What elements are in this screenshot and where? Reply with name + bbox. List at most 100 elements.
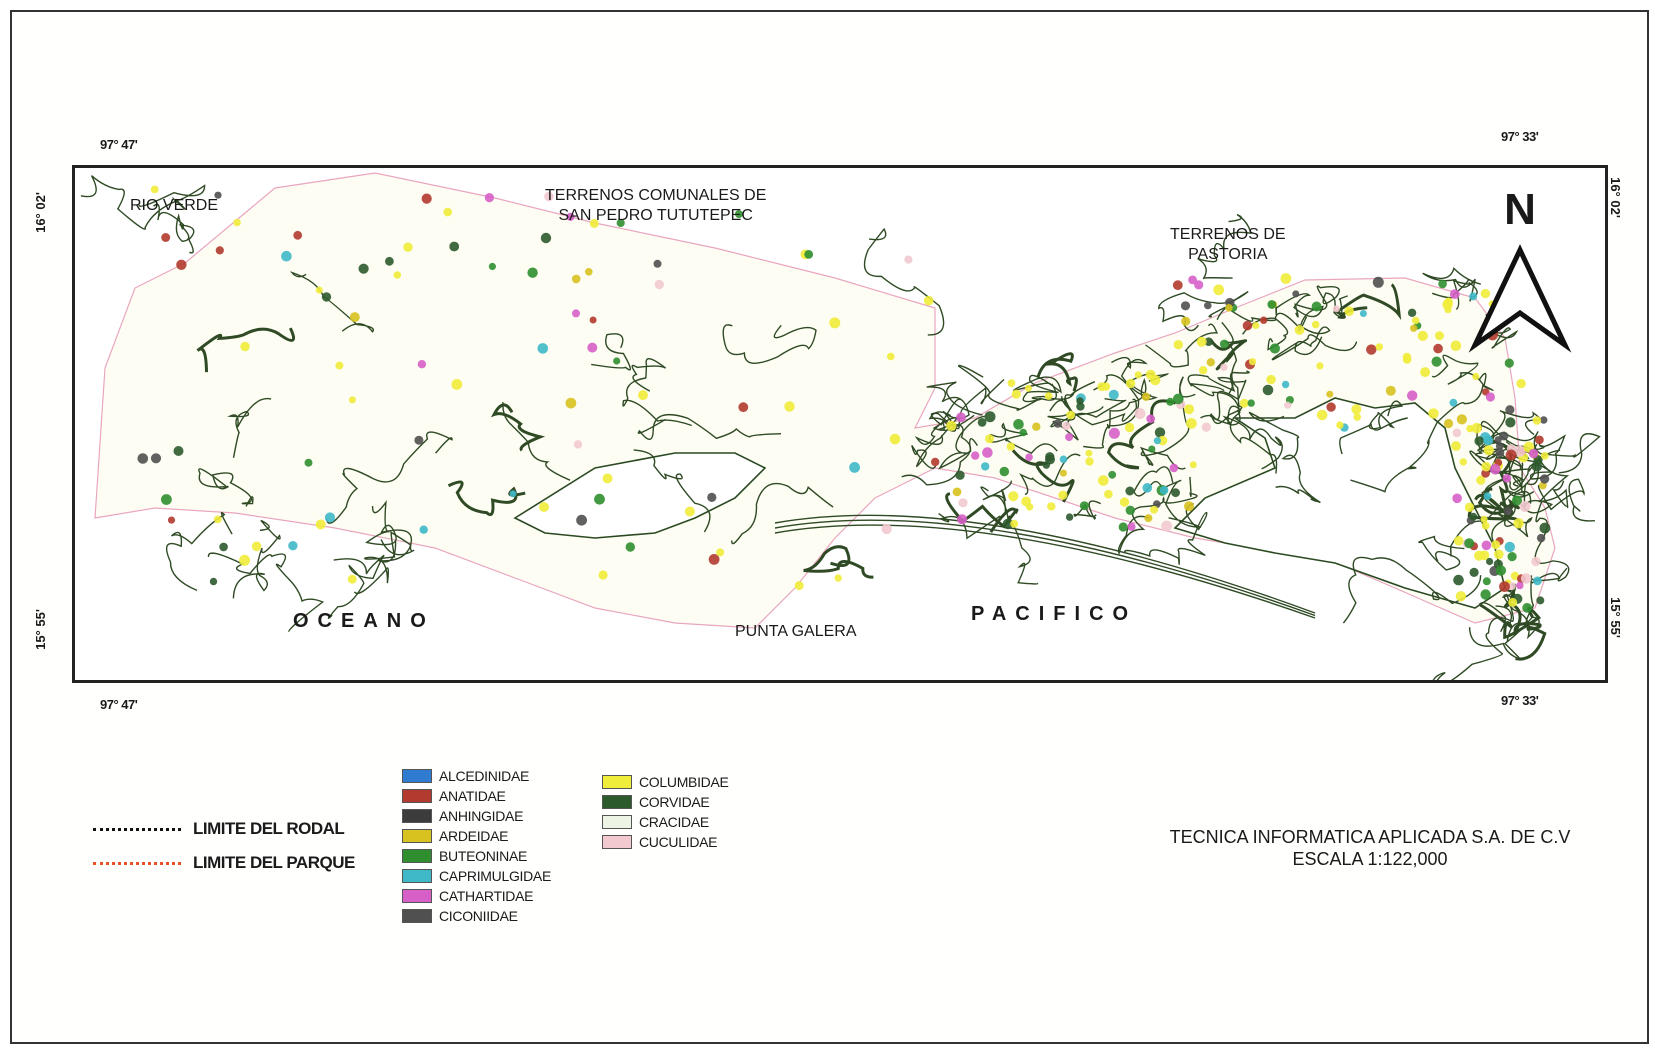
observation-point	[1505, 405, 1515, 415]
rodal-contour	[1209, 339, 1247, 371]
observation-point	[881, 523, 892, 535]
rodal-contour	[938, 480, 1012, 540]
observation-point	[1225, 304, 1233, 312]
legend-family-item: CAPRIMULGIDAE	[402, 866, 551, 886]
rodal-contour	[1106, 372, 1169, 429]
observation-point	[1502, 474, 1512, 483]
observation-point	[1326, 390, 1334, 398]
observation-point	[1452, 428, 1462, 438]
observation-point	[1085, 449, 1093, 457]
observation-point	[1353, 413, 1361, 421]
observation-point	[1499, 581, 1510, 592]
observation-point	[527, 267, 538, 278]
observation-point	[1044, 392, 1053, 400]
observation-point	[1267, 300, 1277, 309]
observation-point	[1108, 470, 1117, 479]
observation-point	[1411, 316, 1420, 325]
observation-point	[1483, 492, 1492, 500]
rodal-contour	[1187, 370, 1250, 392]
observation-point	[1453, 574, 1464, 586]
rodal-contour	[1432, 593, 1514, 680]
north-arrow-icon: N	[1465, 185, 1575, 355]
observation-point	[1535, 435, 1544, 445]
observation-point	[1472, 372, 1480, 381]
observation-point	[1281, 380, 1290, 389]
observation-point	[573, 440, 583, 449]
observation-point	[1474, 550, 1485, 561]
rodal-contour	[165, 511, 233, 592]
observation-point	[958, 498, 968, 508]
rodal-contour	[80, 175, 206, 230]
observation-point	[1464, 538, 1475, 549]
observation-point	[1481, 461, 1491, 472]
observation-point	[1188, 275, 1197, 285]
observation-point	[1456, 414, 1467, 425]
observation-point	[1336, 421, 1344, 429]
observation-point	[1539, 522, 1551, 534]
observation-point	[537, 343, 549, 354]
observation-point	[566, 212, 575, 221]
observation-point	[1058, 490, 1068, 500]
observation-point	[1433, 343, 1443, 354]
observation-point	[1124, 422, 1135, 433]
observation-point	[1516, 378, 1526, 389]
legend-family-item: ARDEIDAE	[402, 826, 551, 846]
observation-point	[1125, 378, 1136, 389]
legend-family-item: ANHINGIDAE	[402, 806, 551, 826]
observation-point	[1359, 310, 1367, 317]
rodal-contour	[1334, 283, 1402, 321]
observation-point	[484, 193, 494, 203]
observation-point	[1410, 324, 1418, 332]
observation-point	[1213, 284, 1225, 296]
observation-point	[1134, 408, 1146, 419]
rodal-contour	[637, 413, 782, 440]
observation-point	[1522, 603, 1533, 613]
observation-point	[684, 506, 695, 517]
rodal-contour	[1479, 602, 1513, 633]
observation-point	[1062, 421, 1071, 431]
rodal-contour	[490, 403, 546, 452]
observation-point	[784, 401, 795, 412]
legend-rodal: LIMITE DEL RODAL	[93, 812, 355, 846]
observation-point	[1311, 301, 1322, 312]
rodal-contour	[1339, 400, 1408, 455]
legend-swatch	[602, 815, 632, 829]
observation-point	[1435, 331, 1444, 341]
observation-point	[565, 397, 577, 409]
observation-point	[1247, 399, 1255, 407]
label-terrenos-comunales: TERRENOS COMUNALES DE SAN PEDRO TUTUTEPE…	[545, 187, 767, 224]
observation-point	[1489, 464, 1501, 475]
observation-point	[1375, 343, 1384, 351]
credit-company: TECNICA INFORMATICA APLICADA S.A. DE C.V	[1169, 827, 1571, 847]
observation-point	[1010, 519, 1019, 528]
rodal-contour	[633, 449, 711, 533]
legend-swatch	[402, 789, 432, 803]
rodal-contour	[1475, 448, 1535, 498]
observation-point	[1483, 435, 1494, 446]
observation-point	[1280, 273, 1292, 284]
observation-point	[1481, 521, 1490, 530]
rodal-contour	[207, 552, 325, 633]
observation-point	[1511, 495, 1523, 506]
observation-point	[1495, 565, 1507, 576]
legend-swatch	[402, 909, 432, 923]
observation-point	[1076, 402, 1085, 411]
rodal-contour	[1294, 285, 1348, 318]
observation-point	[1153, 437, 1161, 445]
observation-point	[1471, 422, 1483, 434]
observation-point	[971, 451, 980, 460]
observation-point	[1173, 340, 1184, 350]
observation-point	[1507, 552, 1517, 562]
observation-point	[1532, 416, 1542, 425]
observation-point	[1150, 505, 1159, 514]
legend-rodal-label: LIMITE DEL RODAL	[193, 819, 345, 838]
observation-point	[1294, 325, 1305, 335]
legend-family-label: ARDEIDAE	[439, 828, 509, 844]
north-label: N	[1504, 185, 1536, 234]
observation-point	[598, 570, 608, 580]
observation-point	[1469, 512, 1478, 521]
observation-point	[209, 577, 218, 586]
observation-point	[638, 390, 648, 401]
coord-bottom-left: 97° 47'	[100, 697, 138, 712]
observation-point	[393, 271, 402, 279]
